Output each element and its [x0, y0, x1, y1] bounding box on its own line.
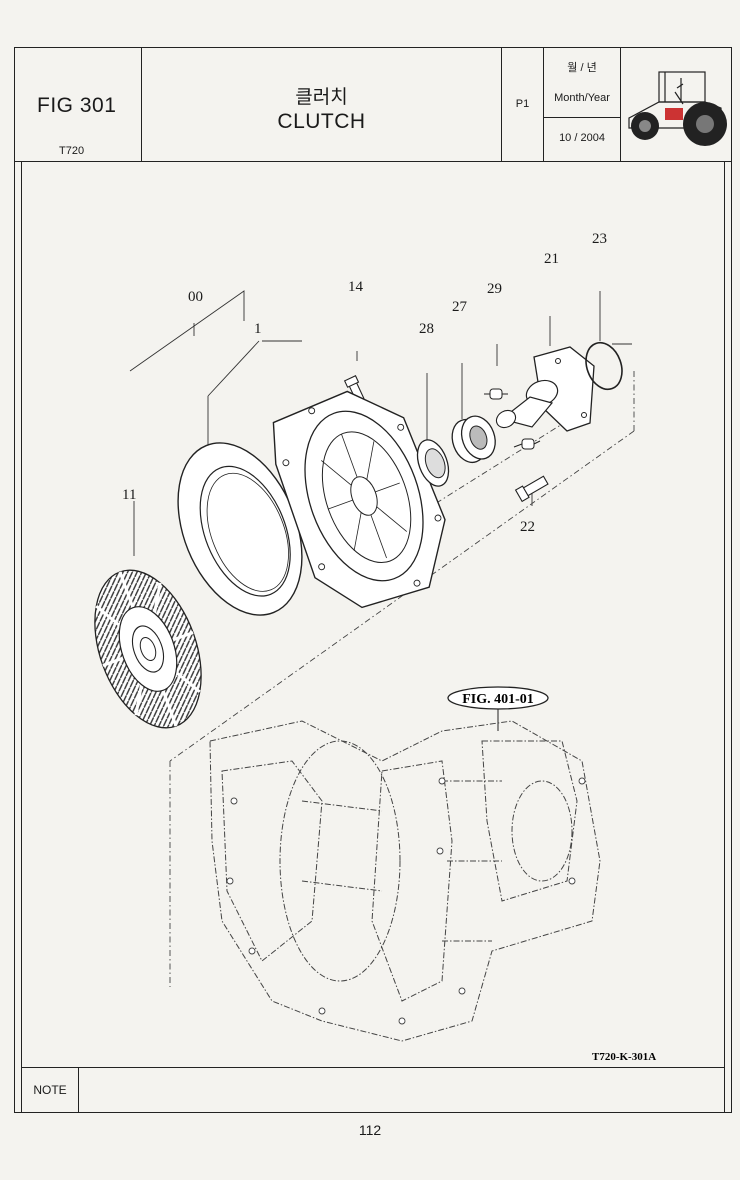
callout-11: 11 — [122, 487, 136, 503]
tractor-icon — [628, 71, 727, 146]
part-11-clutch-disc — [94, 569, 202, 729]
part-23-o-ring — [585, 341, 623, 391]
callout-00: 00 — [188, 289, 203, 305]
part-27-release-bearing — [451, 415, 496, 464]
exploded-clutch-diagram: 00 1 11 14 21 22 23 27 28 29 FIG. 401-01 — [94, 231, 656, 1063]
callout-1: 1 — [254, 321, 262, 337]
callout-23: 23 — [592, 231, 607, 247]
title-english: CLUTCH — [277, 110, 366, 133]
date-label-korean: 월 / 년 — [567, 62, 597, 74]
header: FIG 301 T720 클러치 CLUTCH P1 월 / 년 Month/Y… — [15, 48, 731, 162]
date-value: 10 / 2004 — [559, 132, 605, 144]
callout-29: 29 — [487, 281, 502, 297]
model-code: T720 — [59, 145, 85, 157]
note-label: NOTE — [22, 1068, 79, 1112]
pressure-plate-assembly — [272, 390, 446, 609]
housing-bolt-holes — [226, 777, 586, 1025]
reference-label[interactable]: FIG. 401-01 — [462, 692, 534, 707]
diagram-area: 00 1 11 14 21 22 23 27 28 29 FIG. 401-01 — [21, 161, 725, 1067]
callout-21: 21 — [544, 251, 559, 267]
date-label-english: Month/Year — [554, 92, 610, 104]
page-code: P1 — [515, 98, 530, 110]
callout-27: 27 — [452, 299, 468, 315]
part-22-bolt — [514, 475, 549, 503]
parts-sheet: FIG 301 T720 클러치 CLUTCH P1 월 / 년 Month/Y… — [14, 47, 732, 1113]
figure-cell: FIG 301 T720 — [15, 48, 142, 161]
part-28-seal — [416, 439, 450, 487]
date-divider — [544, 117, 620, 118]
part-29-springs — [484, 388, 541, 450]
date-cell: 월 / 년 Month/Year 10 / 2004 — [544, 48, 621, 161]
title-korean: 클러치 — [295, 87, 348, 108]
part-callouts: 00 1 11 14 21 22 23 27 28 29 — [122, 231, 607, 535]
callout-28: 28 — [419, 321, 434, 337]
callout-22: 22 — [520, 519, 535, 535]
tractor-cell — [621, 48, 731, 161]
part-21-bearing-carrier — [495, 346, 595, 432]
callout-14: 14 — [348, 279, 364, 295]
drawing-code: T720-K-301A — [592, 1051, 656, 1063]
title-cell: 클러치 CLUTCH — [142, 48, 502, 161]
page-code-cell: P1 — [502, 48, 544, 161]
notes-row: NOTE — [21, 1067, 725, 1112]
page-number: 112 — [358, 1122, 382, 1138]
figure-number: FIG 301 — [37, 94, 117, 117]
transmission-housing — [209, 720, 601, 1042]
